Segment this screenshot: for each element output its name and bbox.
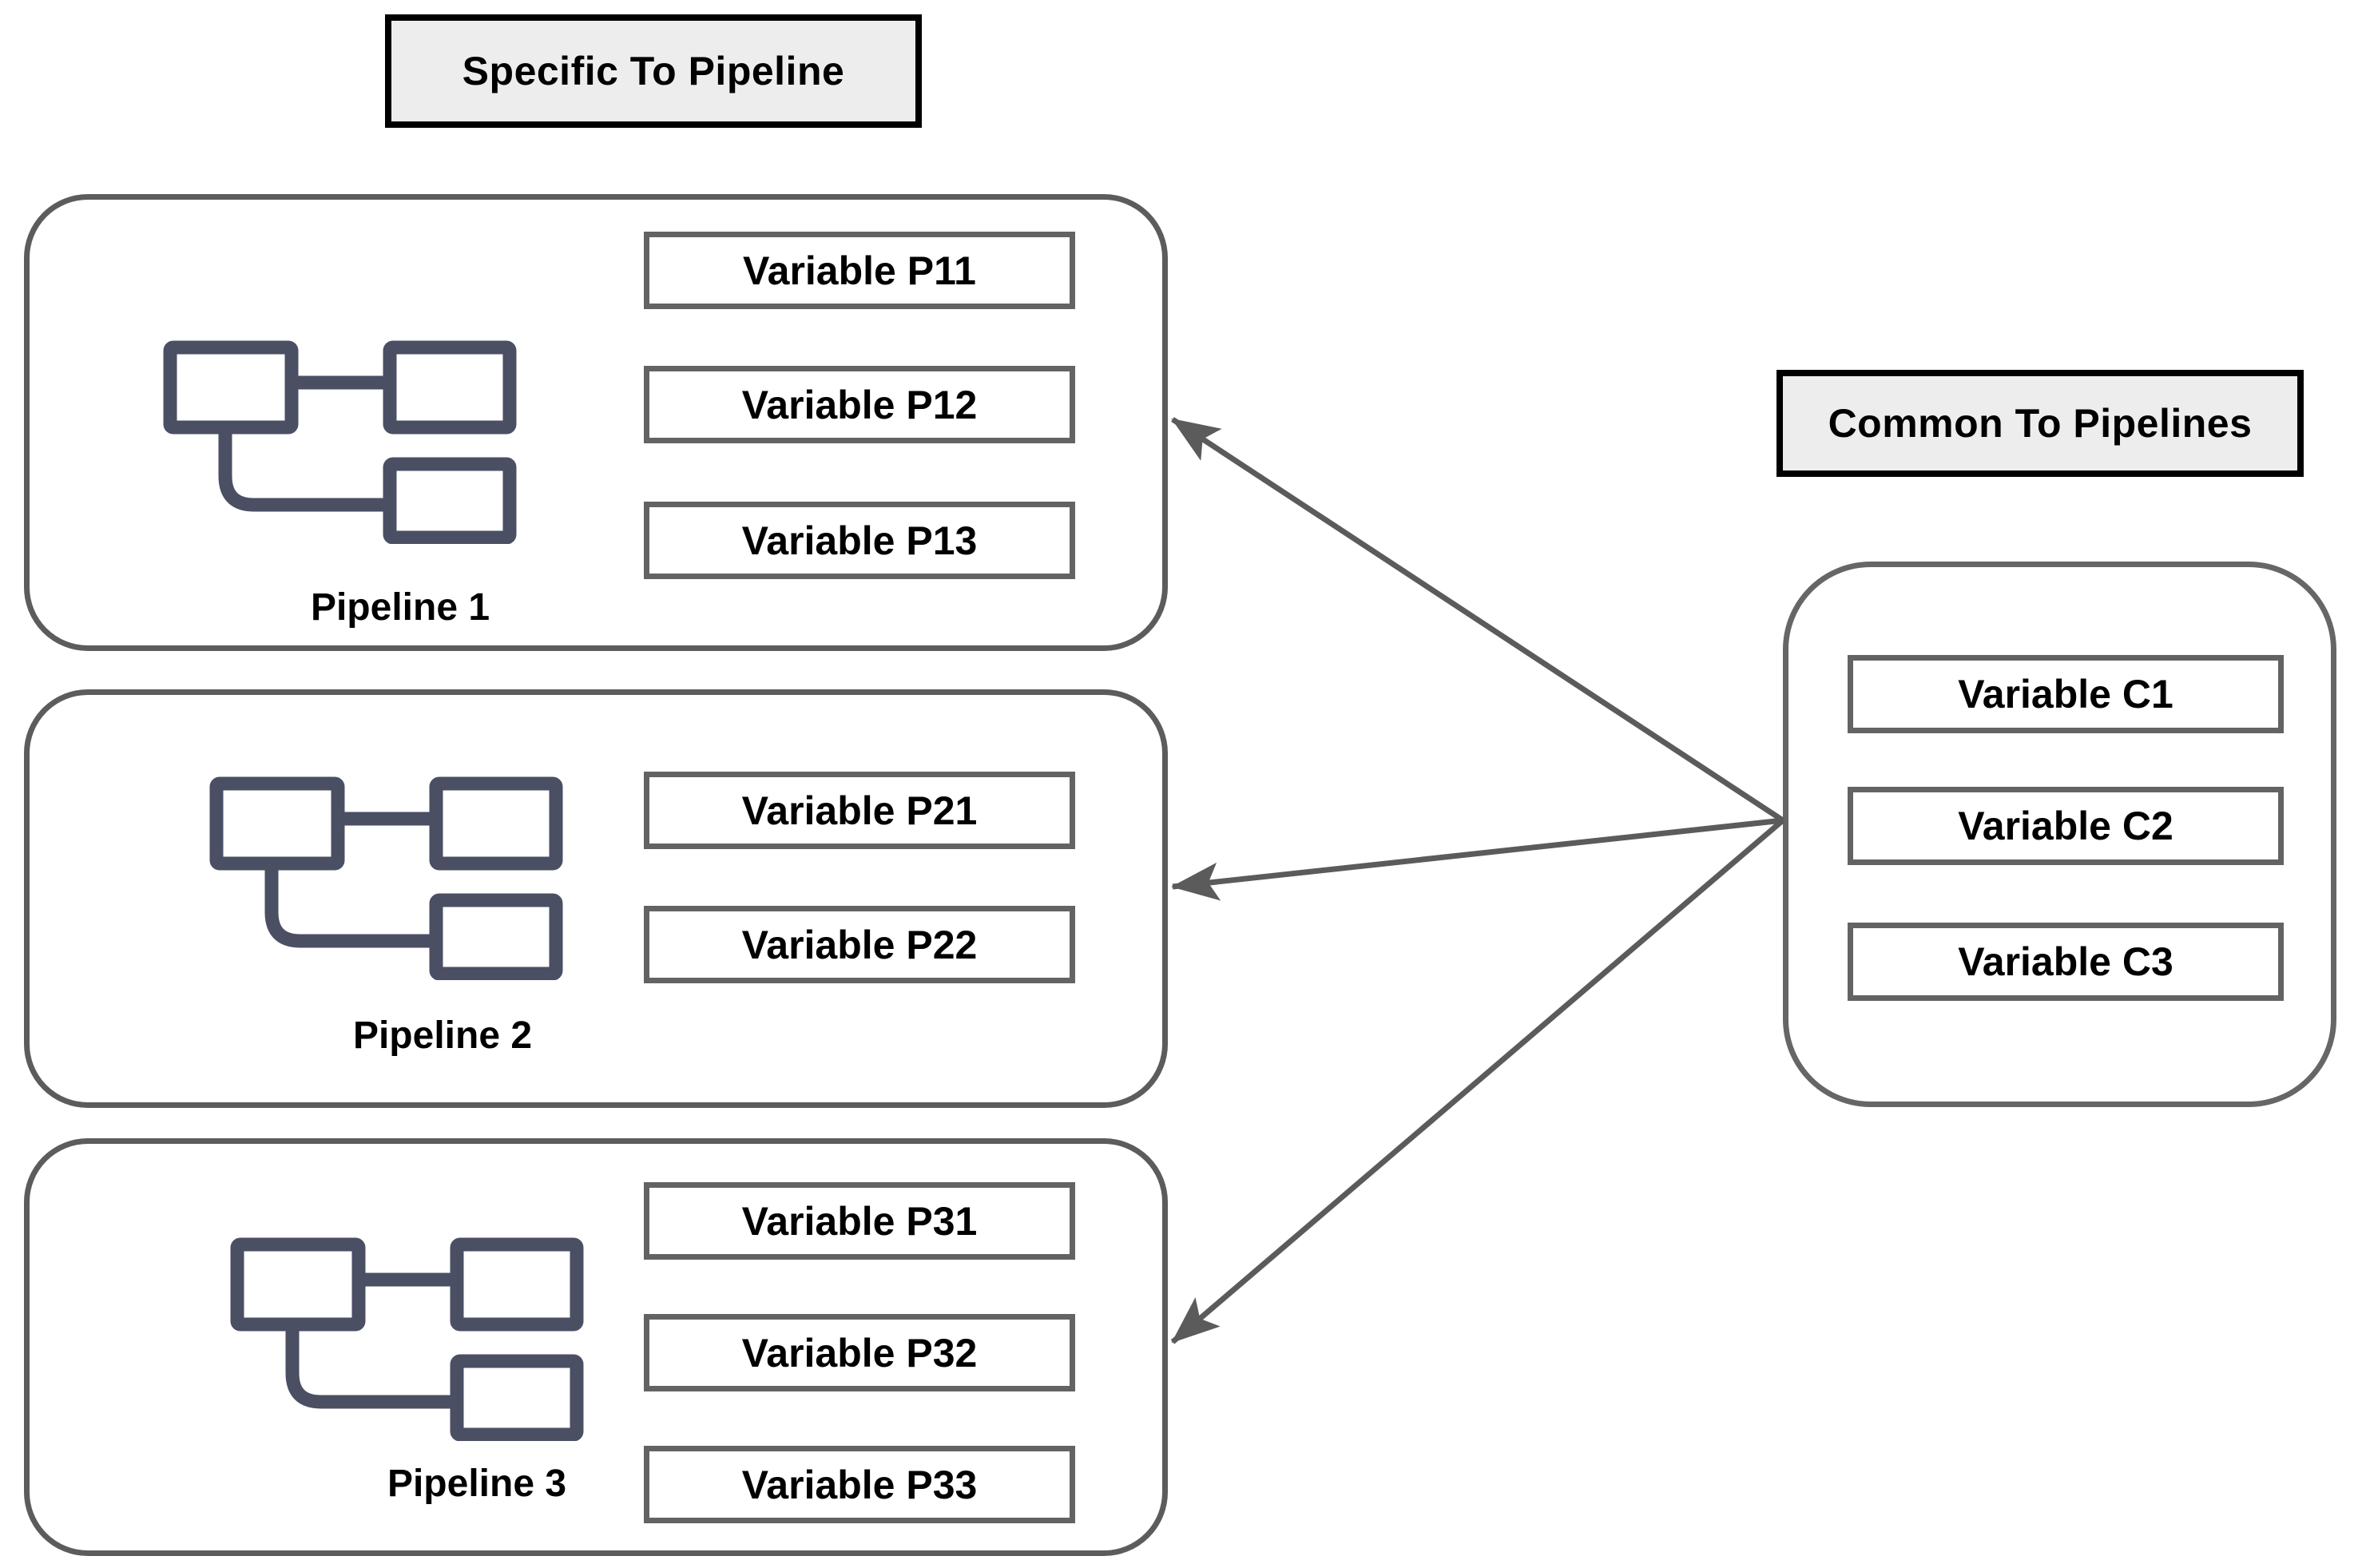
pipeline-2-label: Pipeline 2 [352, 1014, 533, 1057]
arrow-common-to-pipeline-1 [1171, 417, 1784, 823]
variable-c3-box: Variable C3 [1848, 923, 2284, 1001]
variable-p22-box: Variable P22 [644, 906, 1075, 983]
pipeline-3-flowchart-icon [230, 1237, 584, 1441]
variable-c2-box: Variable C2 [1848, 787, 2284, 865]
pipeline-2-container [24, 689, 1168, 1108]
pipeline-1-label: Pipeline 1 [310, 586, 490, 629]
arrow-common-to-pipeline-3 [1170, 818, 1785, 1344]
variable-p13-box: Variable P13 [644, 502, 1075, 579]
variable-p31-box: Variable P31 [644, 1182, 1075, 1260]
pipeline-2-flowchart-icon [209, 776, 563, 980]
variable-p11-box: Variable P11 [644, 232, 1075, 309]
pipeline-1-flowchart-icon [163, 340, 517, 544]
variable-p32-box: Variable P32 [644, 1314, 1075, 1391]
arrow-common-to-pipeline-2 [1171, 817, 1784, 901]
variable-p21-box: Variable P21 [644, 772, 1075, 849]
variable-p33-box: Variable P33 [644, 1446, 1075, 1523]
variable-p12-box: Variable P12 [644, 366, 1075, 443]
common-to-pipelines-title: Common To Pipelines [1776, 370, 2304, 477]
variable-c1-box: Variable C1 [1848, 655, 2284, 733]
specific-to-pipeline-title: Specific To Pipeline [385, 14, 922, 128]
pipeline-3-label: Pipeline 3 [387, 1463, 567, 1505]
